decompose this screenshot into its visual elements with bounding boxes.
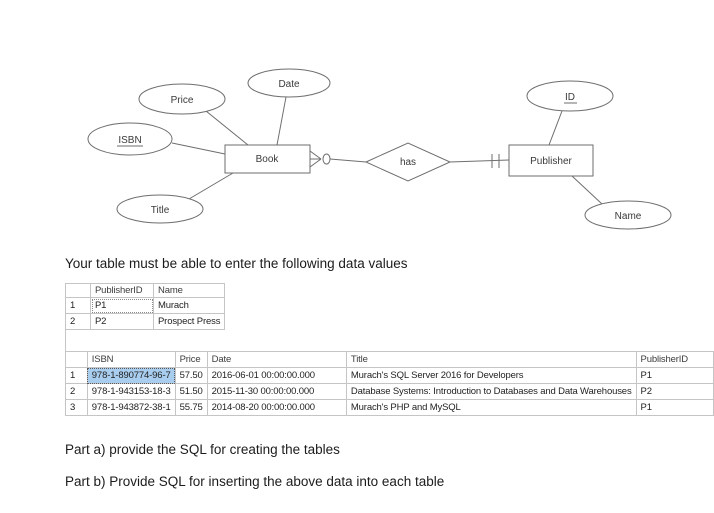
row-number-cell[interactable]: 2	[65, 383, 88, 400]
attribute-label-title: Title	[151, 205, 170, 216]
corner-header-cell[interactable]	[65, 351, 88, 368]
date-book-line	[276, 96, 287, 146]
col-header-date[interactable]: Date	[206, 351, 347, 368]
col-header-publisherid[interactable]: PublisherID	[635, 351, 714, 368]
table-row: 1 978-1-890774-96-7 57.50 2016-06-01 00:…	[65, 367, 714, 384]
publisher-table-header-row: PublisherID Name	[65, 283, 226, 298]
table-row: 3 978-1-943872-38-1 55.75 2014-08-20 00:…	[65, 399, 714, 416]
cell-title[interactable]: Murach's PHP and MySQL	[345, 399, 637, 416]
cell-publisherid[interactable]: P1	[90, 297, 154, 314]
cell-title[interactable]: Database Systems: Introduction to Databa…	[345, 383, 637, 400]
book-table: ISBN Price Date Title PublisherID 1 978-…	[65, 351, 714, 416]
col-header-name[interactable]: Name	[152, 283, 226, 298]
attribute-label-isbn: ISBN	[118, 135, 141, 146]
corner-header-cell[interactable]	[65, 283, 91, 298]
name-publisher-line	[571, 175, 603, 205]
relationship-diamond-has	[364, 142, 452, 182]
id-publisher-line	[548, 110, 563, 146]
publisher-table: PublisherID Name 1 P1 Murach 2 P2 Prospe…	[65, 283, 226, 330]
row-number-cell[interactable]: 3	[65, 399, 88, 416]
has-publisher-line	[449, 159, 510, 163]
book-table-header-row: ISBN Price Date Title PublisherID	[65, 351, 714, 368]
cell-publisherid[interactable]: P2	[90, 313, 154, 330]
price-book-line	[205, 110, 249, 146]
table-row: 2 P2 Prospect Press	[65, 313, 226, 330]
part-b-text: Part b) Provide SQL for inserting the ab…	[65, 474, 445, 489]
cell-publisherid[interactable]: P1	[635, 399, 714, 416]
attribute-label-price: Price	[171, 95, 194, 106]
entity-publisher	[508, 144, 594, 177]
col-header-title[interactable]: Title	[345, 351, 637, 368]
col-header-price[interactable]: Price	[174, 351, 208, 368]
cell-price[interactable]: 57.50	[174, 367, 208, 384]
entity-label-publisher: Publisher	[530, 156, 572, 167]
table-row: 1 P1 Murach	[65, 297, 226, 314]
cell-isbn[interactable]: 978-1-890774-96-7	[86, 367, 176, 384]
cell-date[interactable]: 2014-08-20 00:00:00.000	[206, 399, 347, 416]
er-diagram: Price Date ISBN Title ID Name Book Publi…	[87, 68, 672, 230]
attribute-oval-price	[138, 83, 226, 115]
attribute-oval-id	[526, 80, 614, 112]
title-book-line	[188, 172, 234, 200]
row-number-cell[interactable]: 1	[65, 367, 88, 384]
cell-isbn[interactable]: 978-1-943872-38-1	[86, 399, 176, 416]
cell-date[interactable]: 2015-11-30 00:00:00.000	[206, 383, 347, 400]
attribute-label-name: Name	[615, 211, 642, 222]
crowsfoot-prong-bottom	[309, 158, 322, 168]
part-a-text: Part a) provide the SQL for creating the…	[65, 442, 340, 457]
optional-circle-icon	[322, 153, 331, 165]
cell-isbn[interactable]: 978-1-943153-18-3	[86, 383, 176, 400]
attribute-oval-name	[584, 200, 672, 230]
attribute-label-date: Date	[278, 79, 300, 90]
crowsfoot-prong-top	[309, 150, 322, 160]
row-number-cell[interactable]: 1	[65, 297, 91, 314]
cell-date[interactable]: 2016-06-01 00:00:00.000	[206, 367, 347, 384]
cell-publisherid[interactable]: P1	[635, 367, 714, 384]
col-header-publisherid[interactable]: PublisherID	[90, 283, 154, 298]
cell-price[interactable]: 51.50	[174, 383, 208, 400]
attribute-oval-isbn	[87, 122, 173, 156]
relationship-label-has: has	[400, 157, 416, 168]
attribute-oval-title	[116, 194, 204, 224]
cell-name[interactable]: Murach	[152, 297, 226, 314]
grid-panel-left-border	[65, 328, 66, 351]
isbn-book-line	[171, 142, 226, 155]
entity-book	[224, 144, 311, 174]
attribute-oval-date	[247, 68, 331, 98]
attribute-label-id: ID	[565, 92, 575, 103]
cell-name[interactable]: Prospect Press	[152, 313, 226, 330]
intro-text: Your table must be able to enter the fol…	[65, 256, 408, 271]
book-has-line	[329, 158, 367, 163]
row-number-cell[interactable]: 2	[65, 313, 91, 330]
table-row: 2 978-1-943153-18-3 51.50 2015-11-30 00:…	[65, 383, 714, 400]
col-header-isbn[interactable]: ISBN	[86, 351, 176, 368]
cell-title[interactable]: Murach's SQL Server 2016 for Developers	[345, 367, 637, 384]
cell-publisherid[interactable]: P2	[635, 383, 714, 400]
entity-label-book: Book	[256, 154, 280, 165]
cell-price[interactable]: 55.75	[174, 399, 208, 416]
